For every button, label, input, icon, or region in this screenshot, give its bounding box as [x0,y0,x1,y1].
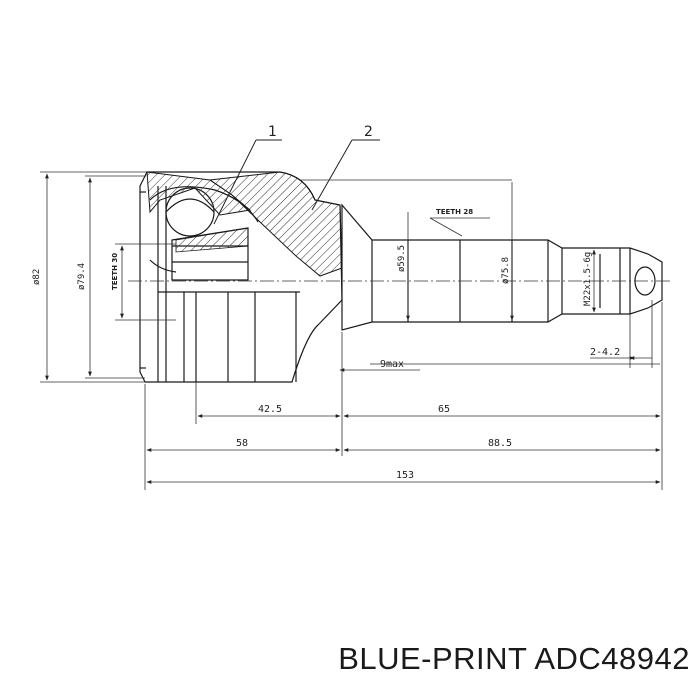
dim-58: 58 [236,438,248,449]
dim-thread: M22x1.5-6g [583,252,593,306]
dim-42-5: 42.5 [258,404,282,415]
callout-2: 2 [311,124,380,211]
housing-section [208,171,343,277]
callout-1-label: 1 [268,124,277,140]
dim-9max: 9max [380,359,404,370]
callout-1: 1 [213,124,282,225]
cv-joint-drawing: 1 2 [32,124,672,490]
dim-2-4-2: 2-4.2 [590,347,620,358]
dim-88-5: 88.5 [488,438,512,449]
callout-2-label: 2 [364,124,373,140]
cage-section [175,227,249,253]
dim-153: 153 [396,470,414,481]
part-number: ADC48942 [534,641,690,676]
dim-teeth-30: TEETH 30 [111,253,119,290]
dim-d82: ø82 [32,269,42,285]
dim-teeth-28: TEETH 28 [436,208,473,216]
brand-name: BLUE-PRINT [338,641,527,676]
dim-65: 65 [438,404,450,415]
dim-d75-8: ø75.8 [501,257,511,284]
stub-shaft [341,203,663,331]
part-caption: BLUE-PRINT ADC48942 [338,641,690,677]
dimension-lines [40,171,663,490]
dim-d79-4: ø79.4 [77,263,87,290]
dim-d59-5: ø59.5 [397,245,407,272]
